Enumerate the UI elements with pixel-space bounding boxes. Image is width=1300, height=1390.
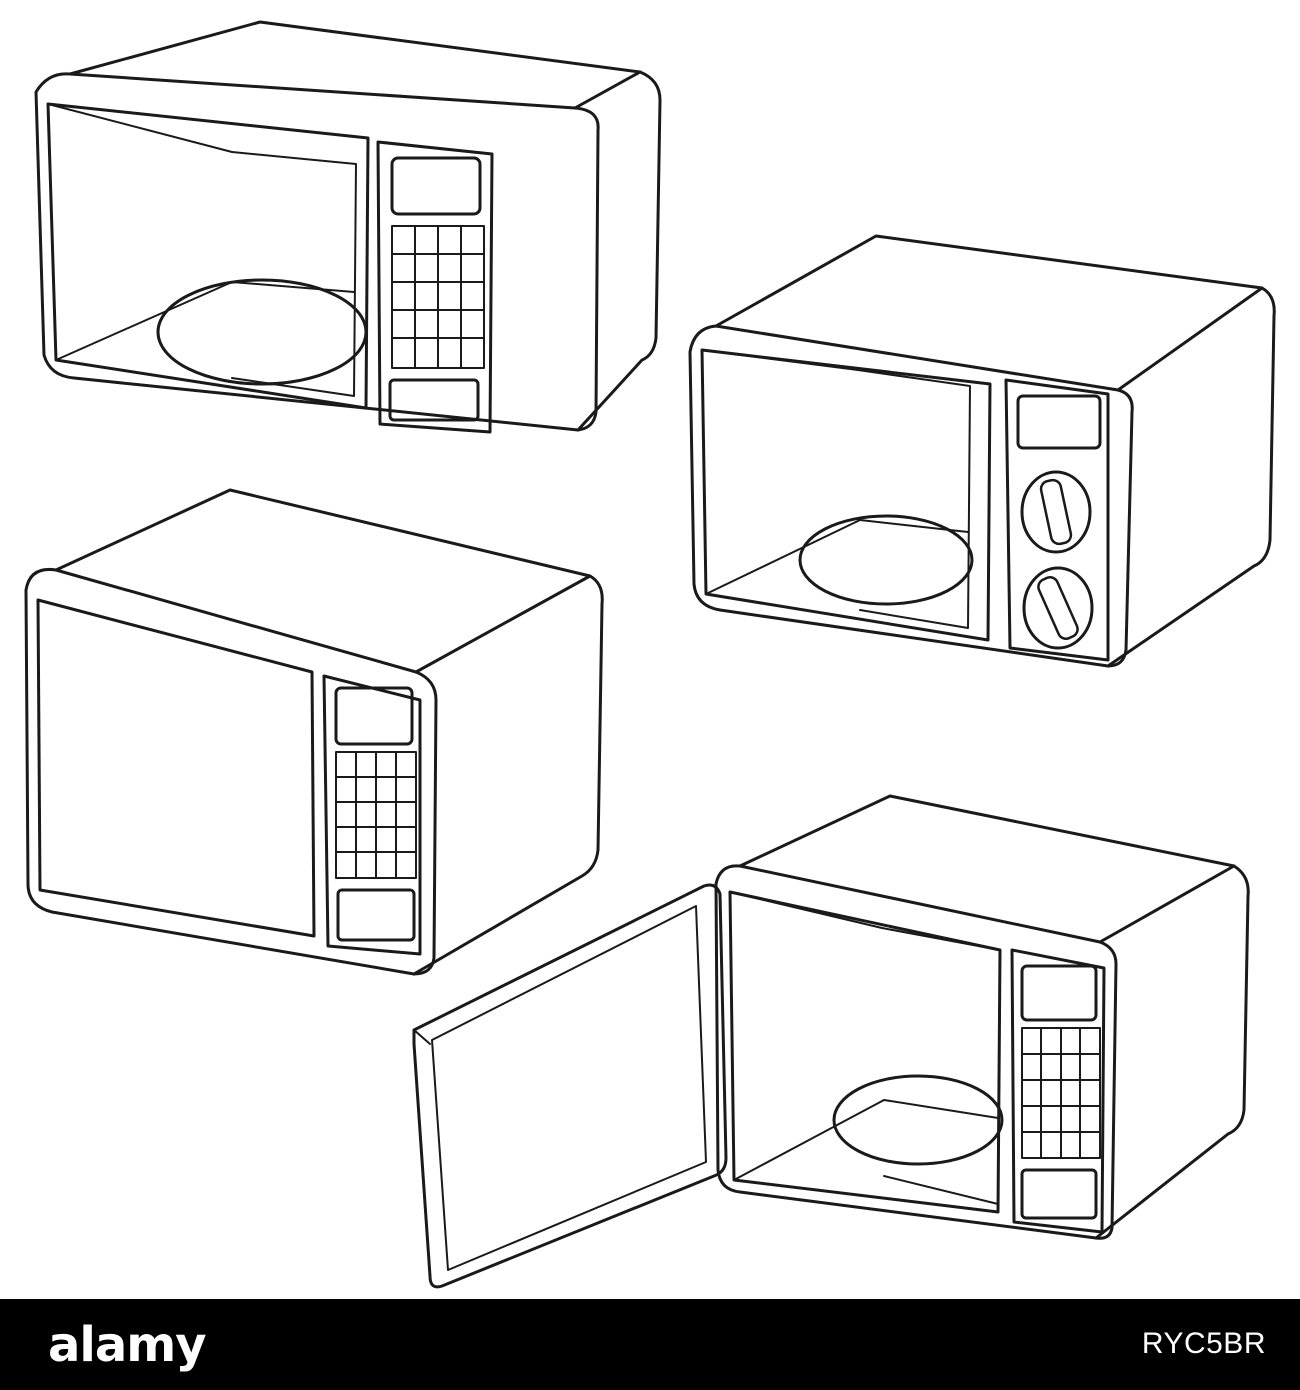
mw2-display: [1016, 394, 1102, 450]
mw2-top: [714, 234, 1264, 392]
mw2-window: [700, 348, 992, 642]
microwave-4: [412, 794, 1250, 1289]
microwave-1: [34, 20, 662, 434]
mw4-open-door: [412, 883, 728, 1289]
mw4-top: [738, 794, 1236, 944]
mw1-display: [390, 156, 482, 216]
mw1-control-panel: [376, 140, 494, 434]
mw1-door-button: [388, 378, 480, 422]
microwave-2: [688, 234, 1276, 668]
mw4-door-button: [1020, 1168, 1098, 1220]
mw1-window: [46, 102, 370, 410]
mw1-top: [68, 20, 642, 110]
mw4-turntable: [832, 1074, 1004, 1166]
mw3-door-button: [336, 888, 416, 942]
mw4-window: [728, 890, 1002, 1214]
mw4-keypad: [1021, 1027, 1101, 1159]
mw3-top: [54, 488, 592, 674]
mw1-keypad: [391, 225, 485, 369]
mw4-front: [714, 864, 1118, 1240]
mw3-keypad: [335, 751, 417, 879]
mw4-side: [1094, 864, 1250, 1240]
microwave-3: [24, 488, 604, 976]
mw2-front: [688, 324, 1134, 668]
mw2-control-panel: [1004, 378, 1110, 662]
mw4-cavity-back: [881, 927, 1001, 1205]
mw2-cavity-back: [857, 369, 971, 629]
mw1-cavity-back: [231, 151, 357, 397]
brand-logo: alamy: [48, 1317, 207, 1373]
mw4-control-panel: [1010, 948, 1106, 1234]
mw2-turntable: [798, 514, 974, 606]
mw3-side: [412, 574, 604, 976]
mw3-window: [36, 598, 316, 938]
mw2-side: [1106, 286, 1276, 668]
mw1-turntable: [156, 278, 368, 386]
mw3-display: [334, 686, 414, 746]
mw1-side: [576, 70, 662, 432]
mw3-front: [24, 567, 438, 976]
mw3-control-panel: [322, 674, 422, 956]
mw2-dial-top: [1020, 470, 1092, 554]
mw4-display: [1020, 964, 1098, 1022]
microwave-illustrations: [24, 20, 1276, 1289]
watermark-bar: alamy RYC5BR: [0, 1299, 1300, 1390]
mw2-dial-bottom: [1022, 566, 1094, 650]
image-id: RYC5BR: [1141, 1327, 1266, 1360]
